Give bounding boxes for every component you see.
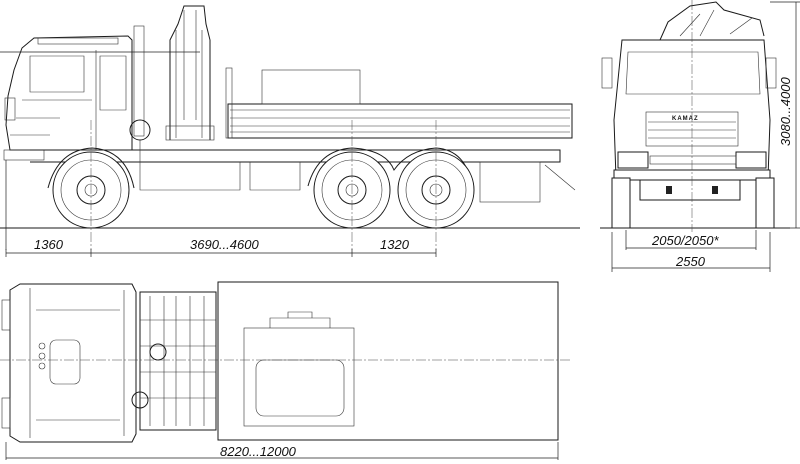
front-brand-label: KAMAZ — [672, 116, 699, 122]
dim-rear-axle-spacing: 1320 — [380, 237, 410, 252]
front-view: KAMAZ — [600, 0, 800, 272]
front-left-wheel — [611, 177, 631, 229]
dim-overall-width: 2550 — [675, 254, 706, 269]
side-cab — [5, 35, 133, 151]
side-crane-column — [169, 5, 211, 140]
front-right-wheel — [755, 177, 775, 229]
dim-track-width: 2050/2050* — [651, 233, 719, 248]
top-crane — [139, 291, 217, 431]
side-chassis-frame — [30, 149, 561, 163]
top-cargo-platform — [217, 281, 559, 441]
side-view — [0, 5, 580, 257]
top-cab — [9, 283, 137, 443]
side-cargo-platform — [227, 103, 573, 139]
dim-overall-length: 8220...12000 — [220, 444, 297, 459]
top-view — [0, 281, 570, 460]
dim-front-overhang: 1360 — [34, 237, 64, 252]
dim-overall-height: 3080...4000 — [778, 77, 793, 146]
dim-wheelbase: 3690...4600 — [190, 237, 259, 252]
